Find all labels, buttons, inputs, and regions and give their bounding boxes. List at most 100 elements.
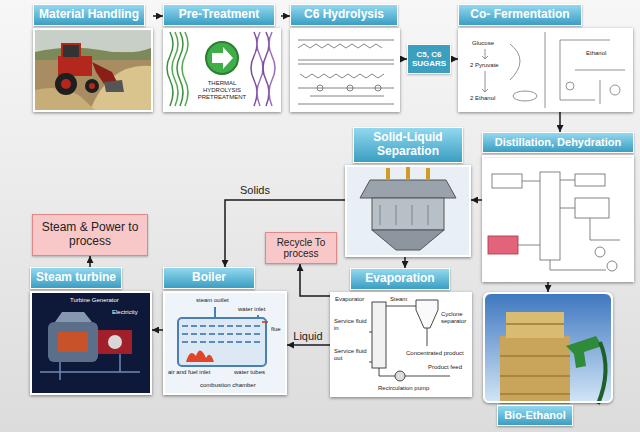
centrifuge-illustration — [347, 163, 469, 255]
callout-label: Evaporator — [335, 296, 364, 303]
pretreatment-illustration — [269, 32, 275, 106]
boiler-illustration — [178, 318, 266, 366]
node-label: Co- Fermentation — [463, 8, 577, 22]
centrifuge-illustration — [426, 168, 430, 180]
flow-arrow — [152, 329, 163, 331]
output-box: Steam & Power to process — [32, 214, 148, 256]
node-label: Solid-Liquid Separation — [358, 131, 458, 159]
image-frame — [345, 165, 471, 257]
flow-arrow — [559, 112, 561, 132]
image-frame — [33, 28, 153, 112]
flow-arrow — [404, 257, 406, 268]
hydrolysis-sketch — [298, 40, 394, 41]
edge-label: Solids — [238, 184, 272, 197]
node-label: Evaporation — [355, 272, 445, 286]
bioethanol-photo — [506, 312, 564, 338]
turbine-illustration — [40, 354, 140, 380]
fermentation-pathway — [610, 85, 620, 95]
centrifuge-illustration — [372, 230, 444, 250]
node-label: Pre-Treatment — [168, 8, 270, 22]
image-frame — [163, 291, 287, 395]
centrifuge-illustration — [406, 166, 410, 180]
distillation-schematic — [575, 198, 609, 218]
turbine-illustration — [55, 312, 92, 322]
centrifuge-illustration — [372, 198, 444, 230]
hydrolysis-sketch — [292, 30, 400, 110]
hydrolysis-sketch — [298, 60, 394, 64]
fermentation-pathway — [460, 30, 631, 110]
boiler-illustration — [165, 291, 285, 393]
callout-label: Steam — [390, 296, 407, 303]
callout-label: Service fluid in — [334, 318, 368, 332]
flow-arrow — [300, 264, 330, 296]
callout-label: Recirculation pump — [378, 385, 429, 392]
tractor-photo — [35, 30, 151, 52]
node-label: C5, C6 SUGARS — [411, 50, 447, 68]
node-label: Material Handling — [38, 8, 140, 22]
header-tab: Distillation, Dehydration — [482, 132, 634, 153]
fermentation-pathway — [513, 91, 537, 101]
pretreatment-illustration — [165, 30, 279, 110]
boiler-illustration — [182, 326, 262, 342]
callout-label: Ethanol — [586, 50, 606, 57]
header-tab: Evaporation — [350, 268, 450, 290]
distillation-schematic — [595, 247, 605, 257]
centrifuge-illustration — [380, 205, 428, 225]
fermentation-pathway — [510, 44, 520, 80]
tractor-photo — [104, 80, 124, 92]
bioethanol-photo — [566, 336, 602, 368]
fermentation-pathway — [482, 71, 488, 92]
hydrolysis-sketch — [317, 85, 323, 91]
distillation-schematic — [488, 236, 518, 254]
node-label: Distillation, Dehydration — [487, 136, 629, 149]
tractor-photo — [89, 83, 95, 89]
flow-arrow — [400, 58, 407, 60]
callout-label: water inlet — [238, 306, 265, 313]
edge-label: Liquid — [291, 330, 324, 343]
hydrolysis-sketch — [292, 30, 400, 110]
image-frame — [483, 292, 613, 403]
callout-label: Product feed — [428, 364, 462, 371]
callout-label: steam outlet — [196, 297, 229, 304]
header-tab: Co- Fermentation — [458, 4, 582, 26]
tractor-photo — [62, 44, 80, 58]
process-stage: Material Handling — [33, 4, 153, 112]
node-label: Boiler — [168, 271, 250, 285]
process-stage: Evaporation — [330, 268, 472, 397]
output-box: Recycle To process — [265, 232, 337, 264]
callout-label: Cyclone separator — [441, 311, 469, 325]
node-label: Recycle To process — [269, 237, 333, 260]
centrifuge-illustration — [386, 168, 390, 180]
evaporator-illustration — [427, 328, 428, 346]
boiler-illustration — [262, 321, 268, 323]
header-tab: Solid-Liquid Separation — [353, 127, 463, 163]
fermentation-pathway — [482, 49, 488, 59]
hydrolysis-sketch — [300, 74, 384, 78]
pretreatment-illustration — [251, 32, 257, 106]
tractor-photo — [35, 30, 151, 110]
distillation-schematic — [484, 158, 632, 280]
flow-arrow — [547, 282, 549, 292]
node-label: Bio-Ethanol — [502, 409, 568, 422]
boiler-illustration — [165, 291, 285, 393]
callout-label: Turbine Generator — [70, 297, 119, 304]
node-label: C6 Hydrolysis — [295, 8, 393, 22]
pretreatment-illustration — [257, 32, 263, 106]
turbine-illustration — [98, 330, 132, 354]
fermentation-pathway — [566, 82, 574, 90]
distillation-schematic — [484, 158, 632, 280]
evaporator-illustration — [416, 300, 438, 328]
bioethanol-photo — [598, 342, 606, 404]
turbine-illustration — [32, 291, 150, 393]
hydrolysis-sketch — [298, 44, 382, 48]
distillation-schematic — [518, 180, 620, 270]
process-stage: Steam turbine — [30, 267, 152, 395]
flow-arrow — [451, 58, 458, 60]
header-tab: Boiler — [163, 267, 255, 289]
callout-label: combustion chamber — [200, 382, 256, 389]
turbine-illustration — [58, 332, 88, 352]
pretreatment-illustration — [263, 32, 269, 106]
flow-arrow — [287, 344, 330, 346]
hydrolysis-sketch — [347, 85, 353, 91]
